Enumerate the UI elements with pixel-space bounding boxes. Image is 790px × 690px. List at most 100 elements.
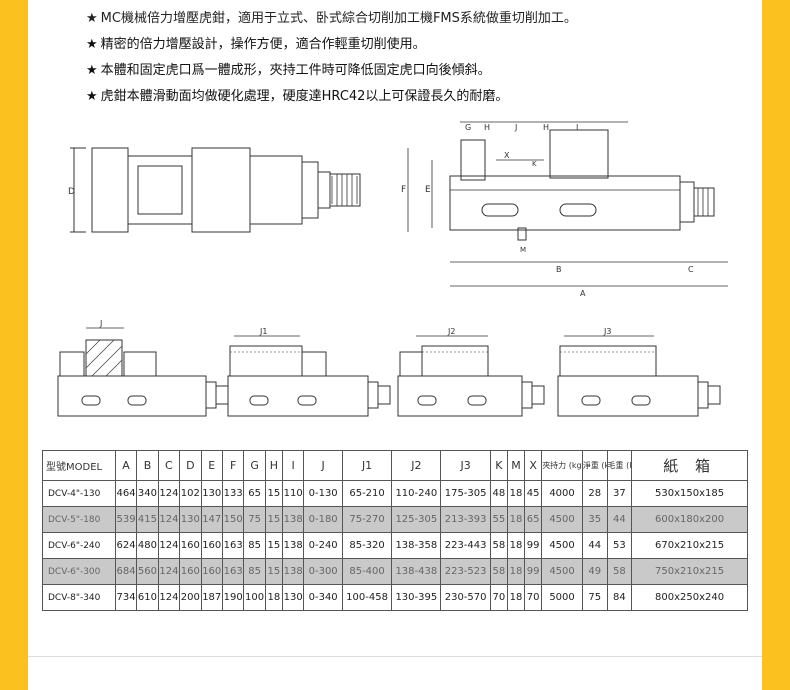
table-cell: 230-570 xyxy=(440,584,491,611)
table-cell: 18 xyxy=(506,532,526,559)
table-cell: 223-443 xyxy=(440,532,491,559)
table-cell: 0-240 xyxy=(303,532,343,559)
table-cell: 84 xyxy=(606,584,633,611)
table-cell: 49 xyxy=(581,558,608,585)
table-cell: 600x180x200 xyxy=(631,506,748,533)
jaw-config-j: J xyxy=(57,319,229,417)
dim-label-m: M xyxy=(520,246,526,254)
table-cell: 0-340 xyxy=(303,584,343,611)
header-j1: J1 xyxy=(341,450,393,481)
header-carton: 紙 箱 xyxy=(631,450,748,481)
table-cell: 138 xyxy=(281,558,305,585)
table-cell: 734 xyxy=(114,584,138,611)
top-view-drawing: D xyxy=(68,147,361,233)
table-cell: 85 xyxy=(243,558,266,585)
table-cell: 99 xyxy=(524,558,543,585)
table-cell: 124 xyxy=(157,558,181,585)
table-cell: 624 xyxy=(114,532,138,559)
star-icon: ★ xyxy=(86,11,98,26)
side-view-drawing: G H J H I F E X K M xyxy=(401,121,728,298)
table-cell: 213-393 xyxy=(440,506,491,533)
table-cell: 223-523 xyxy=(440,558,491,585)
table-cell: 4500 xyxy=(541,558,583,585)
model-cell: DCV-5"-180 xyxy=(42,506,116,533)
spec-table: 型號MODEL A B C D E F G H I J J1 J2 J3 K M… xyxy=(42,450,748,611)
table-cell: 130-395 xyxy=(391,584,442,611)
table-cell: 125-305 xyxy=(391,506,442,533)
table-cell: 75 xyxy=(243,506,266,533)
table-cell: 110-240 xyxy=(391,480,442,507)
table-cell: 15 xyxy=(264,480,283,507)
dim-label-c: C xyxy=(688,265,694,274)
table-cell: 480 xyxy=(136,532,159,559)
table-cell: 100-458 xyxy=(341,584,393,611)
table-cell: 110 xyxy=(281,480,305,507)
header-net-weight: 淨重 (kg) xyxy=(581,450,608,481)
header-gross-weight: 毛重 (kg) xyxy=(606,450,633,481)
table-cell: 18 xyxy=(506,506,526,533)
table-cell: 750x210x215 xyxy=(631,558,748,585)
dim-label-j2-config: J2 xyxy=(447,327,455,336)
header-k: K xyxy=(489,450,508,481)
feature-item: ★MC機械倍力增壓虎鉗，適用于立式、卧式綜合切削加工機FMS系統做重切削加工。 xyxy=(86,11,577,26)
table-cell: 150 xyxy=(221,506,245,533)
table-cell: 28 xyxy=(581,480,608,507)
table-cell: 85-400 xyxy=(341,558,393,585)
dim-label-j1-config: J1 xyxy=(259,327,267,336)
table-cell: 138 xyxy=(281,532,305,559)
jaw-config-j2: J2 xyxy=(397,327,545,417)
table-cell: 610 xyxy=(136,584,159,611)
table-cell: 160 xyxy=(179,558,202,585)
table-cell: 539 xyxy=(114,506,138,533)
table-cell: 138-358 xyxy=(391,532,442,559)
table-cell: 200 xyxy=(179,584,202,611)
header-d: D xyxy=(179,450,202,481)
jaw-config-j3: J3 xyxy=(557,327,721,417)
feature-item: ★虎鉗本體滑動面均做硬化處理，硬度達HRC42以上可保證長久的耐磨。 xyxy=(86,89,509,104)
header-j: J xyxy=(303,450,343,481)
table-cell: 18 xyxy=(506,584,526,611)
table-cell: 35 xyxy=(581,506,608,533)
table-cell: 138 xyxy=(281,506,305,533)
header-i: I xyxy=(281,450,305,481)
dim-label-a: A xyxy=(580,289,586,298)
table-cell: 4000 xyxy=(541,480,583,507)
header-m: M xyxy=(506,450,526,481)
table-cell: 0-180 xyxy=(303,506,343,533)
table-cell: 124 xyxy=(157,480,181,507)
table-header-row: 型號MODEL A B C D E F G H I J J1 J2 J3 K M… xyxy=(42,450,748,481)
table-cell: 85-320 xyxy=(341,532,393,559)
technical-drawing: D G H J H I xyxy=(57,121,728,417)
table-cell: 464 xyxy=(114,480,138,507)
feature-item: ★本體和固定虎口爲一體成形，夾持工件時可降低固定虎口向後傾斜。 xyxy=(86,63,491,78)
table-cell: 15 xyxy=(264,558,283,585)
dim-label-j3-config: J3 xyxy=(603,327,611,336)
table-cell: 18 xyxy=(506,558,526,585)
dim-label-h: H xyxy=(484,123,490,132)
table-cell: 53 xyxy=(606,532,633,559)
table-cell: 58 xyxy=(489,532,508,559)
table-cell: 560 xyxy=(136,558,159,585)
dim-label-d: D xyxy=(68,187,75,197)
table-cell: 0-300 xyxy=(303,558,343,585)
dim-label-i: I xyxy=(576,123,578,132)
divider xyxy=(28,656,762,657)
table-cell: 130 xyxy=(281,584,305,611)
table-cell: 44 xyxy=(606,506,633,533)
feature-item: ★精密的倍力增壓設計，操作方便，適合作輕重切削使用。 xyxy=(86,37,426,52)
table-cell: 65 xyxy=(243,480,266,507)
dim-label-b: B xyxy=(556,265,562,274)
dim-label-h2: H xyxy=(543,123,549,132)
table-cell: 684 xyxy=(114,558,138,585)
dim-label-g: G xyxy=(465,123,471,132)
table-cell: 4500 xyxy=(541,532,583,559)
table-cell: 37 xyxy=(606,480,633,507)
header-c: C xyxy=(157,450,181,481)
header-f: F xyxy=(221,450,245,481)
table-cell: 15 xyxy=(264,506,283,533)
table-cell: 85 xyxy=(243,532,266,559)
table-cell: 175-305 xyxy=(440,480,491,507)
table-cell: 163 xyxy=(221,558,245,585)
star-icon: ★ xyxy=(86,63,98,78)
